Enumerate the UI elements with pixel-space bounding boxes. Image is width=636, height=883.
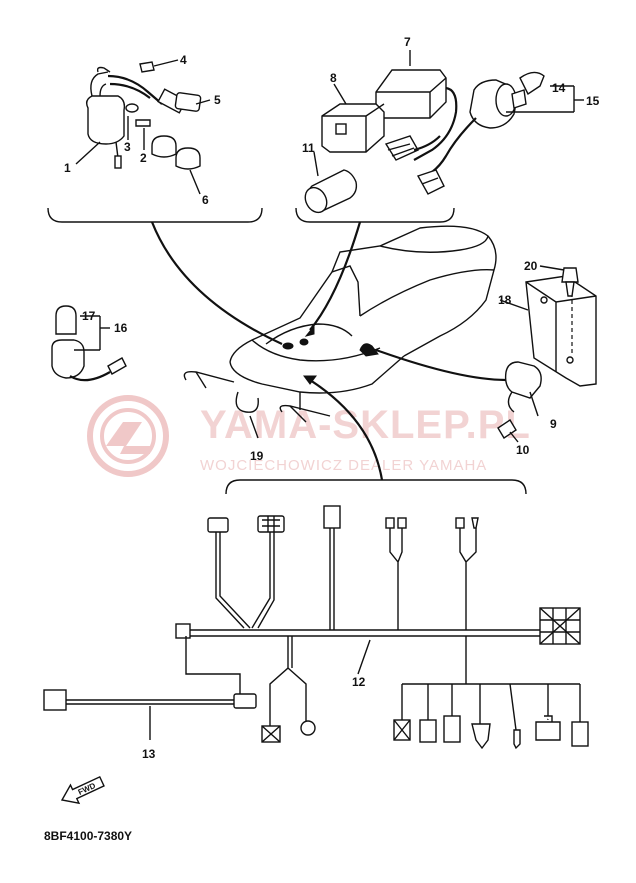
switch-connector[interactable] bbox=[416, 169, 445, 195]
harness-connector-g7[interactable] bbox=[571, 721, 589, 747]
harness-terminal-e2[interactable] bbox=[471, 517, 479, 529]
harness-terminal-e1[interactable] bbox=[455, 517, 465, 529]
bolt-2[interactable] bbox=[135, 119, 151, 127]
ignition-coil[interactable] bbox=[85, 95, 126, 145]
ignition-key[interactable] bbox=[519, 71, 545, 96]
harness-terminal-d1[interactable] bbox=[385, 517, 395, 529]
callout-19: 19 bbox=[250, 449, 264, 463]
callout-16: 16 bbox=[114, 321, 128, 335]
callout-11: 11 bbox=[302, 141, 315, 155]
callout-3: 3 bbox=[124, 140, 131, 154]
wire-clamp[interactable] bbox=[235, 391, 259, 413]
callout-12: 12 bbox=[352, 675, 366, 689]
callout-18: 18 bbox=[498, 293, 512, 307]
harness-connector-g2[interactable] bbox=[419, 719, 437, 743]
harness-connector-g4[interactable] bbox=[471, 723, 491, 750]
bolt-10[interactable] bbox=[497, 419, 517, 439]
callout-7: 7 bbox=[404, 35, 411, 49]
rectifier-regulator[interactable] bbox=[504, 361, 542, 399]
callout-8: 8 bbox=[330, 71, 337, 85]
coil-terminal bbox=[114, 155, 122, 169]
clamp-group bbox=[235, 391, 259, 439]
ignition-coil-group bbox=[75, 59, 211, 195]
cdi-unit[interactable] bbox=[375, 69, 447, 119]
harness-connector-a[interactable] bbox=[207, 517, 229, 533]
callout-10: 10 bbox=[516, 443, 530, 457]
harness-ring-terminal[interactable] bbox=[300, 720, 316, 736]
bracket-top-left bbox=[47, 207, 263, 223]
bulb[interactable] bbox=[55, 305, 77, 335]
relay-slot bbox=[335, 123, 347, 135]
harness-connector-g3[interactable] bbox=[443, 715, 461, 743]
callout-13: 13 bbox=[142, 747, 156, 761]
cdi-and-switch-group bbox=[304, 50, 584, 214]
grommet-b[interactable] bbox=[175, 147, 201, 170]
callout-1: 1 bbox=[64, 161, 71, 175]
relay-8[interactable] bbox=[321, 103, 385, 153]
callout-17: 17 bbox=[82, 309, 96, 323]
washer[interactable] bbox=[125, 103, 139, 113]
bolt-20[interactable] bbox=[561, 267, 579, 283]
pointer-coil-to-sled bbox=[150, 221, 283, 345]
grommet-a[interactable] bbox=[151, 135, 177, 158]
harness-connector-b[interactable] bbox=[257, 515, 285, 533]
watermark-logo bbox=[87, 395, 169, 477]
callout-labels: 1 2 3 4 5 6 7 8 9 10 11 12 13 14 15 16 1… bbox=[64, 35, 600, 761]
bulb-socket[interactable] bbox=[51, 339, 85, 379]
harness-terminal-d2[interactable] bbox=[397, 517, 407, 529]
harness-connector-c[interactable] bbox=[323, 505, 341, 529]
callout-2: 2 bbox=[140, 151, 147, 165]
lamp-group bbox=[51, 305, 127, 382]
snowmobile-outline bbox=[183, 225, 497, 423]
document-code: 8BF4100-7380Y bbox=[44, 829, 132, 843]
watermark: YAMA-SKLEP.PL WOJCIECHOWICZ DEALER YAMAH… bbox=[87, 395, 531, 477]
harness-terminal-g5[interactable] bbox=[513, 729, 521, 750]
lead-clip[interactable] bbox=[139, 61, 155, 73]
callout-6: 6 bbox=[202, 193, 209, 207]
callout-4: 4 bbox=[180, 53, 187, 67]
fwd-arrow: FWD bbox=[60, 775, 105, 805]
bracket-group bbox=[497, 265, 597, 443]
wire-harness bbox=[175, 505, 589, 750]
spark-plug-cap-right[interactable] bbox=[174, 92, 202, 112]
bracket-top-right bbox=[295, 207, 455, 223]
pointer-cdi-to-sled bbox=[309, 221, 362, 331]
callout-14: 14 bbox=[552, 81, 566, 95]
sub-lead bbox=[43, 689, 257, 740]
bracket-harness bbox=[225, 479, 527, 495]
sub-lead-connector-right[interactable] bbox=[233, 693, 257, 709]
sub-lead-connector-left[interactable] bbox=[43, 689, 67, 711]
pointer-harness-to-sled bbox=[309, 379, 384, 481]
socket-terminal bbox=[107, 357, 127, 375]
watermark-main-text: YAMA-SKLEP.PL bbox=[200, 403, 531, 447]
harness-connector-g6[interactable] bbox=[535, 715, 561, 741]
callout-9: 9 bbox=[550, 417, 557, 431]
callout-5: 5 bbox=[214, 93, 221, 107]
callout-20: 20 bbox=[524, 259, 538, 273]
harness-end-connector[interactable] bbox=[175, 623, 191, 639]
pointer-bracket-to-sled bbox=[375, 348, 507, 382]
watermark-sub-text: WOJCIECHOWICZ DEALER YAMAHA bbox=[200, 457, 487, 474]
callout-15: 15 bbox=[586, 94, 600, 108]
